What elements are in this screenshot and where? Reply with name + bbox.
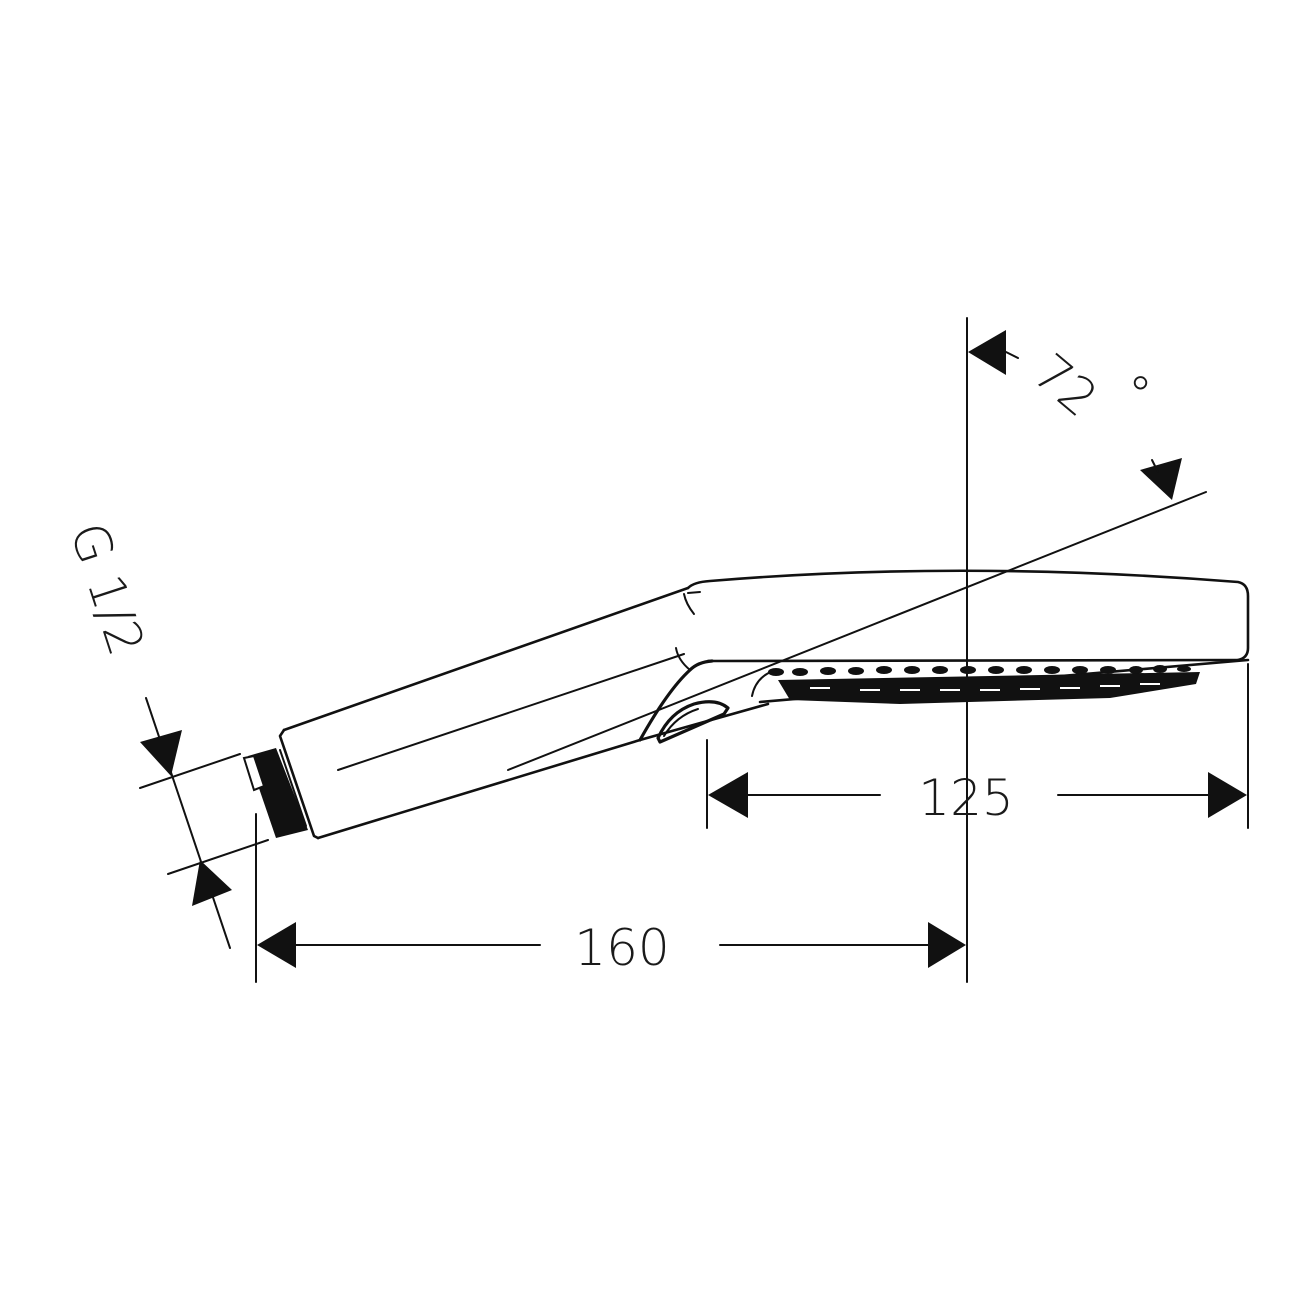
arrowhead-left-icon bbox=[968, 330, 1006, 375]
angle-label: 72 bbox=[1022, 343, 1108, 428]
arrowhead-right-icon bbox=[1208, 772, 1247, 818]
spray-nozzles bbox=[768, 665, 1200, 704]
thread-label: G 1/2 bbox=[59, 516, 156, 662]
arrowhead-left-icon bbox=[257, 922, 296, 968]
dimension-angle: 72 ° bbox=[968, 330, 1182, 500]
axis-line bbox=[507, 491, 1207, 771]
dimension-label-125: 125 bbox=[918, 769, 1013, 827]
arrowhead-left-icon bbox=[708, 772, 748, 818]
arrowhead-down-icon bbox=[1140, 458, 1182, 500]
dimension-125: 125 bbox=[708, 769, 1247, 827]
arrowhead-down-icon bbox=[140, 730, 182, 776]
degree-symbol: ° bbox=[1128, 366, 1153, 424]
arrowhead-up-icon bbox=[192, 860, 232, 906]
thread-connector bbox=[242, 748, 308, 838]
dimension-thread: G 1/2 bbox=[59, 516, 269, 949]
dimension-160: 160 bbox=[257, 919, 966, 977]
hand-shower-outline bbox=[278, 569, 1250, 840]
dimension-label-160: 160 bbox=[574, 919, 669, 977]
arrowhead-right-icon bbox=[928, 922, 966, 968]
